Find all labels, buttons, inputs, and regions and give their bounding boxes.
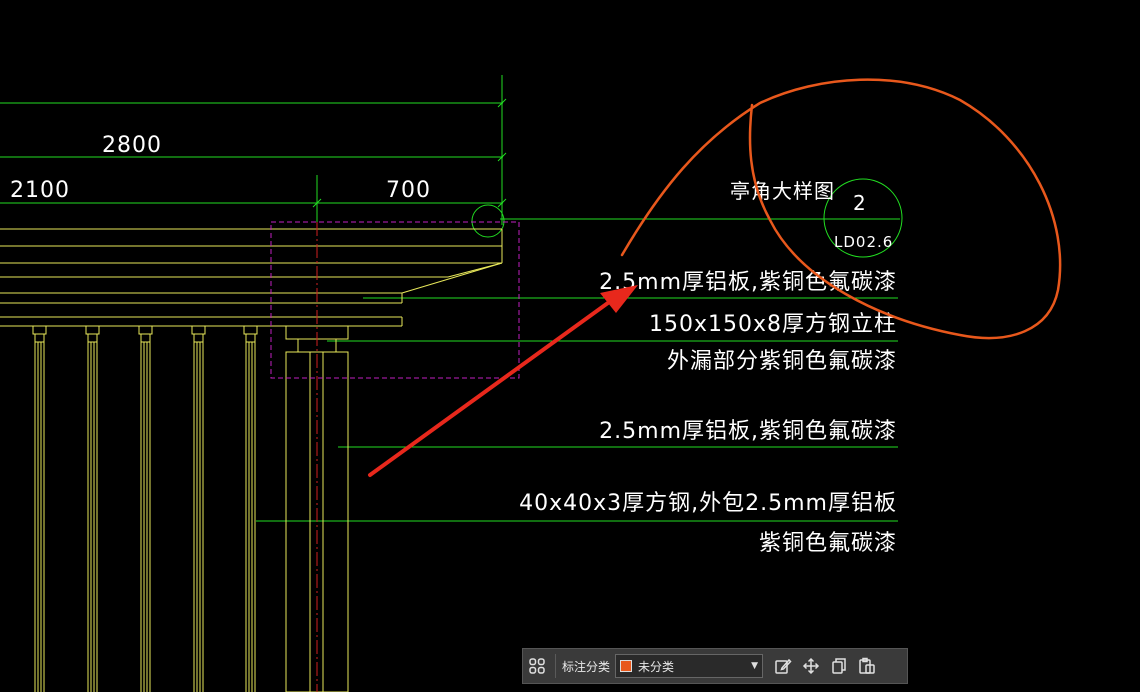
detail-boundary-box	[270, 221, 520, 379]
category-select[interactable]: 未分类 ▼	[615, 654, 764, 678]
apps-grid-icon[interactable]	[523, 652, 551, 680]
category-label: 标注分类	[562, 659, 611, 674]
annotation-5: 40x40x3厚方钢,外包2.5mm厚铝板	[519, 491, 897, 516]
annotation-1: 2.5mm厚铝板,紫铜色氟碳漆	[599, 270, 897, 295]
annotation-6: 紫铜色氟碳漆	[759, 531, 897, 556]
annotation-4: 2.5mm厚铝板,紫铜色氟碳漆	[599, 419, 897, 444]
detail-circle	[471, 204, 505, 238]
dim-right: 700	[386, 178, 431, 203]
dim-left: 2100	[10, 178, 70, 203]
annotation-2: 150x150x8厚方钢立柱	[649, 312, 897, 337]
dimension-lines	[0, 75, 900, 522]
callout-bubble	[823, 178, 903, 258]
annotation-3: 外漏部分紫铜色氟碳漆	[667, 349, 897, 374]
markup-toolbar: 标注分类 未分类 ▼	[522, 648, 908, 684]
edit-icon[interactable]	[769, 652, 797, 680]
callout-sheet: LD02.6	[834, 233, 893, 251]
move-icon[interactable]	[797, 652, 825, 680]
copy-icon[interactable]	[825, 652, 853, 680]
category-value: 未分类	[638, 659, 675, 674]
category-color-swatch	[620, 660, 633, 672]
paste-icon[interactable]	[853, 652, 881, 680]
dim-total: 2800	[102, 133, 162, 158]
balusters	[32, 325, 258, 692]
chevron-down-icon: ▼	[751, 661, 759, 671]
markup-freehand-circle[interactable]	[620, 78, 1062, 340]
callout-number: 2	[853, 191, 867, 215]
structure-lines	[0, 228, 503, 692]
toolbar-separator	[555, 654, 556, 678]
callout-title: 亭角大样图	[730, 179, 835, 203]
markup-arrow[interactable]	[368, 285, 638, 477]
